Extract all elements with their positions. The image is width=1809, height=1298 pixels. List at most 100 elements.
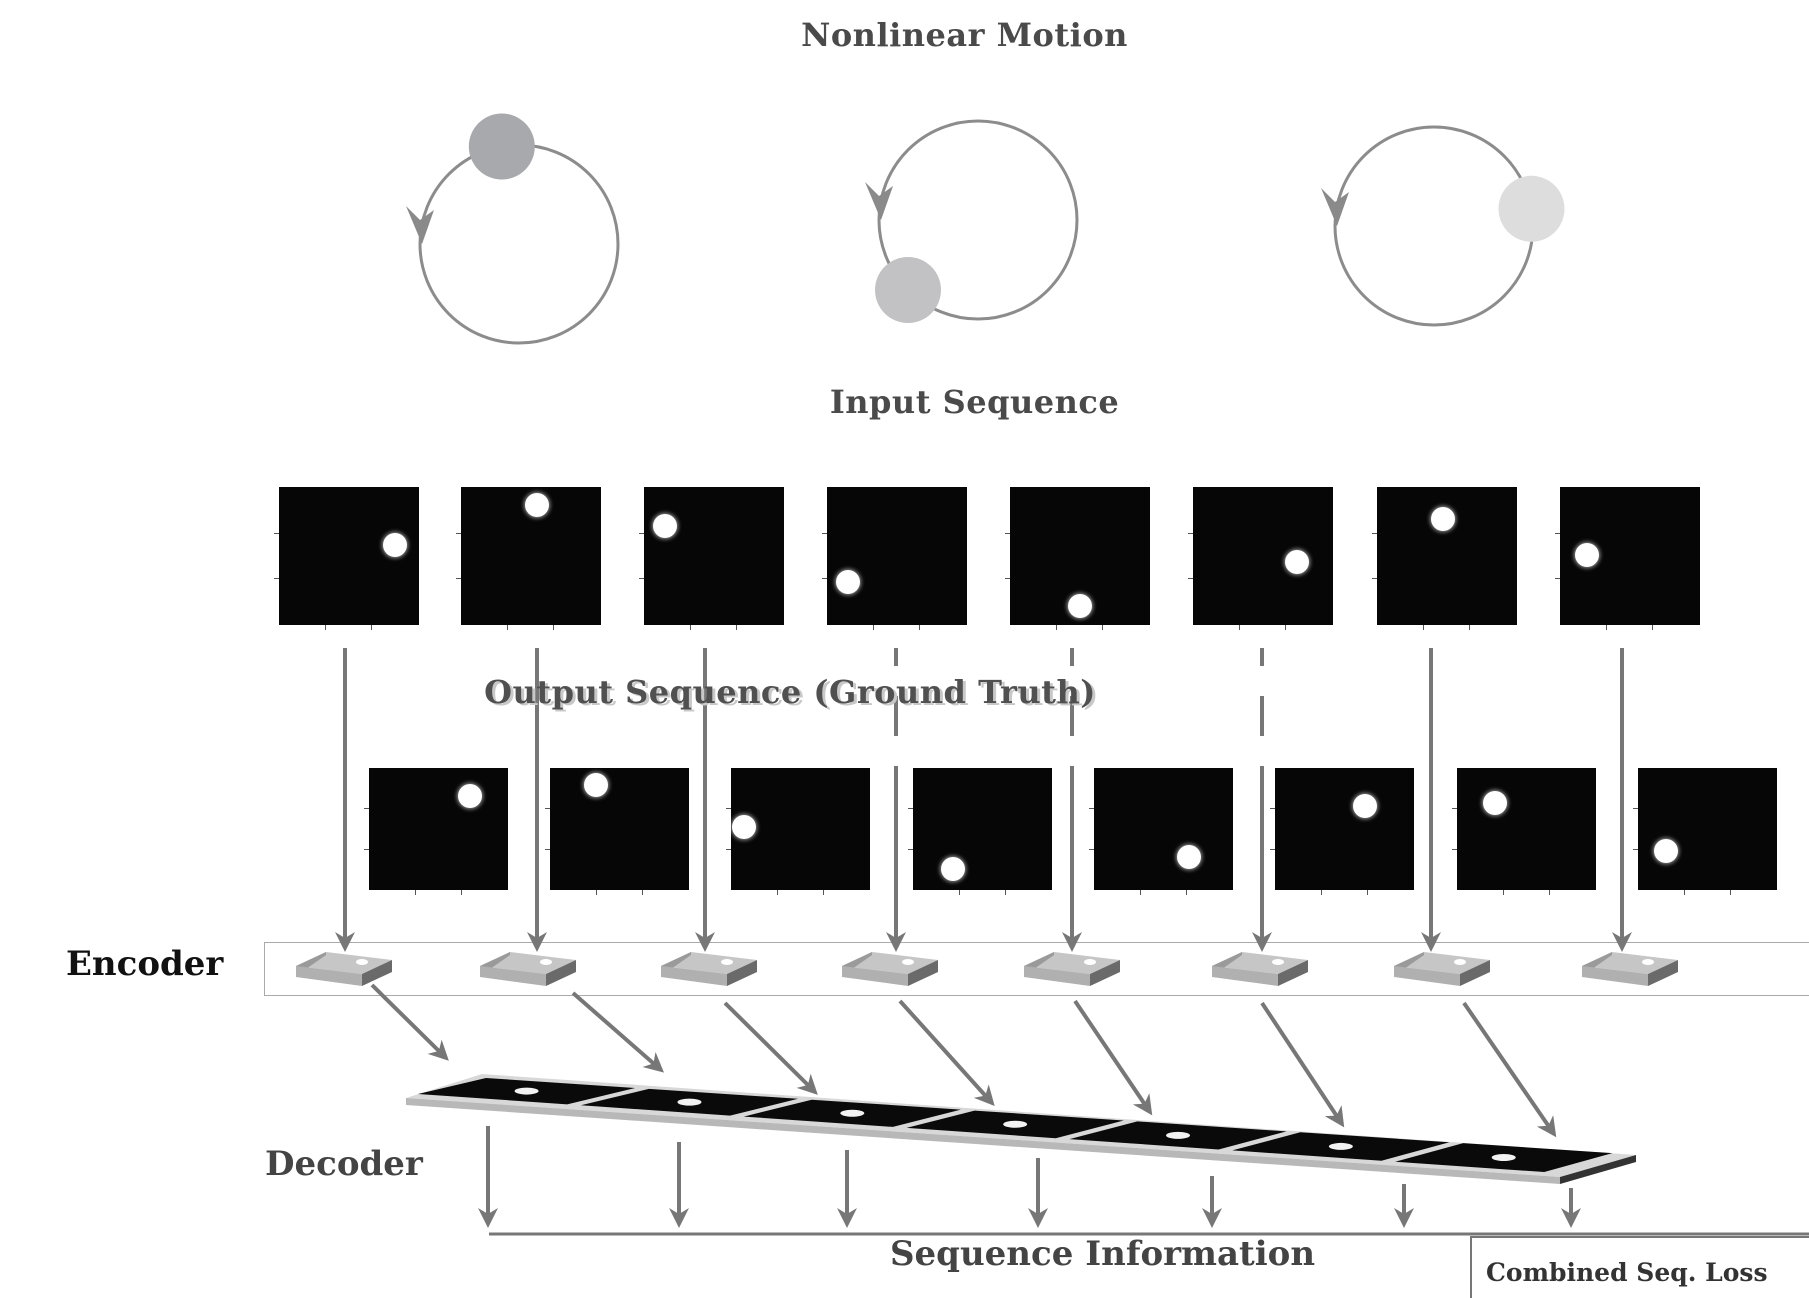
encoder-to-decoder-arrow	[370, 983, 449, 1061]
ball-dot	[1284, 549, 1309, 574]
encoder-tile	[1582, 952, 1678, 986]
encoder-to-decoder-arrow	[898, 999, 995, 1106]
axis-tick	[639, 578, 644, 580]
axis-tick	[1320, 890, 1322, 895]
axis-tick	[456, 532, 461, 534]
input-sequence-title: Input Sequence	[829, 383, 1120, 421]
axis-tick	[726, 808, 731, 810]
combined-loss-box: Combined Seq. Loss	[1470, 1236, 1809, 1298]
axis-tick	[1004, 890, 1006, 895]
ball-dot	[514, 1087, 539, 1095]
axis-tick	[1452, 848, 1457, 850]
encoder-tile	[480, 952, 576, 986]
decoder-label: Decoder	[265, 1144, 423, 1184]
output-frame	[364, 768, 508, 895]
axis-tick	[1285, 625, 1287, 630]
input-frame	[1372, 487, 1517, 630]
nonlinear-motion-diagram	[406, 113, 1565, 345]
axis-tick	[1139, 890, 1141, 895]
moving-ball	[874, 257, 941, 324]
axis-tick	[1239, 625, 1241, 630]
axis-tick	[1502, 890, 1504, 895]
orbit-circle	[877, 119, 1079, 321]
encoder-tile	[661, 952, 757, 986]
axis-tick	[1555, 578, 1560, 580]
ball-dot	[1166, 1131, 1191, 1139]
axis-tick	[274, 578, 279, 580]
axis-tick	[1555, 532, 1560, 534]
encoder-tile	[296, 952, 392, 986]
ball-dot	[653, 513, 677, 538]
encoder-tile	[1394, 952, 1490, 986]
axis-tick	[1005, 578, 1010, 580]
output-frame	[908, 768, 1052, 895]
encoder-label: Encoder	[66, 944, 224, 984]
axis-tick	[919, 625, 921, 630]
ball-dot	[1653, 838, 1678, 863]
ball-dot	[1003, 1120, 1028, 1128]
encoder-to-decoder-arrow	[1073, 999, 1153, 1116]
axis-tick	[873, 625, 875, 630]
output-frame	[1452, 768, 1596, 895]
input-frame	[639, 487, 784, 630]
ball-dot	[836, 570, 860, 595]
axis-tick	[1188, 532, 1193, 534]
axis-tick	[822, 890, 824, 895]
input-frame	[1005, 487, 1150, 630]
output-sequence-title: Output Sequence (Ground Truth)	[484, 673, 1096, 711]
axis-tick	[641, 890, 643, 895]
axis-tick	[1188, 578, 1193, 580]
input-frame	[822, 487, 967, 630]
axis-tick	[325, 625, 327, 630]
encoder-to-decoder-arrow	[571, 991, 665, 1073]
input-frame	[1555, 487, 1700, 630]
axis-tick	[507, 625, 509, 630]
input-frame	[1188, 487, 1333, 630]
axis-tick	[1089, 848, 1094, 850]
axis-tick	[414, 890, 416, 895]
axis-tick	[274, 532, 279, 534]
axis-tick	[736, 625, 738, 630]
sequence-information-label: Sequence Information	[890, 1234, 1316, 1274]
ball-dot	[1353, 793, 1378, 818]
orbit-arrow-icon	[406, 206, 434, 244]
axis-tick	[456, 578, 461, 580]
axis-tick	[1270, 808, 1275, 810]
axis-tick	[822, 578, 827, 580]
axis-tick	[1548, 890, 1550, 895]
ball-dot	[1430, 506, 1455, 531]
nonlinear-motion-title: Nonlinear Motion	[801, 16, 1128, 54]
axis-tick	[1633, 848, 1638, 850]
input-frame	[456, 487, 601, 630]
axis-tick	[1089, 808, 1094, 810]
axis-tick	[371, 625, 373, 630]
axis-tick	[1469, 625, 1471, 630]
ball-dot	[731, 814, 756, 839]
axis-tick	[908, 848, 913, 850]
output-frame	[545, 768, 689, 895]
axis-tick	[364, 808, 369, 810]
axis-tick	[364, 848, 369, 850]
motion-example-3	[1321, 125, 1565, 327]
encoder-tile	[1212, 952, 1308, 986]
ball-dot	[840, 1109, 865, 1117]
encoder-to-decoder-arrow	[723, 1001, 818, 1095]
axis-tick	[1366, 890, 1368, 895]
axis-tick	[1102, 625, 1104, 630]
axis-tick	[958, 890, 960, 895]
decoder-strip	[406, 1074, 1636, 1184]
axis-tick	[553, 625, 555, 630]
ball-dot	[677, 1098, 702, 1106]
axis-tick	[1372, 578, 1377, 580]
axis-tick	[776, 890, 778, 895]
axis-tick	[726, 848, 731, 850]
ball-dot	[583, 773, 608, 798]
axis-tick	[1652, 625, 1654, 630]
output-frame	[1633, 768, 1777, 895]
ball-dot	[524, 492, 549, 517]
encoder-to-decoder-arrow	[1462, 1001, 1557, 1138]
ball-dot	[1482, 791, 1507, 816]
axis-tick	[822, 532, 827, 534]
moving-ball	[1498, 175, 1565, 242]
